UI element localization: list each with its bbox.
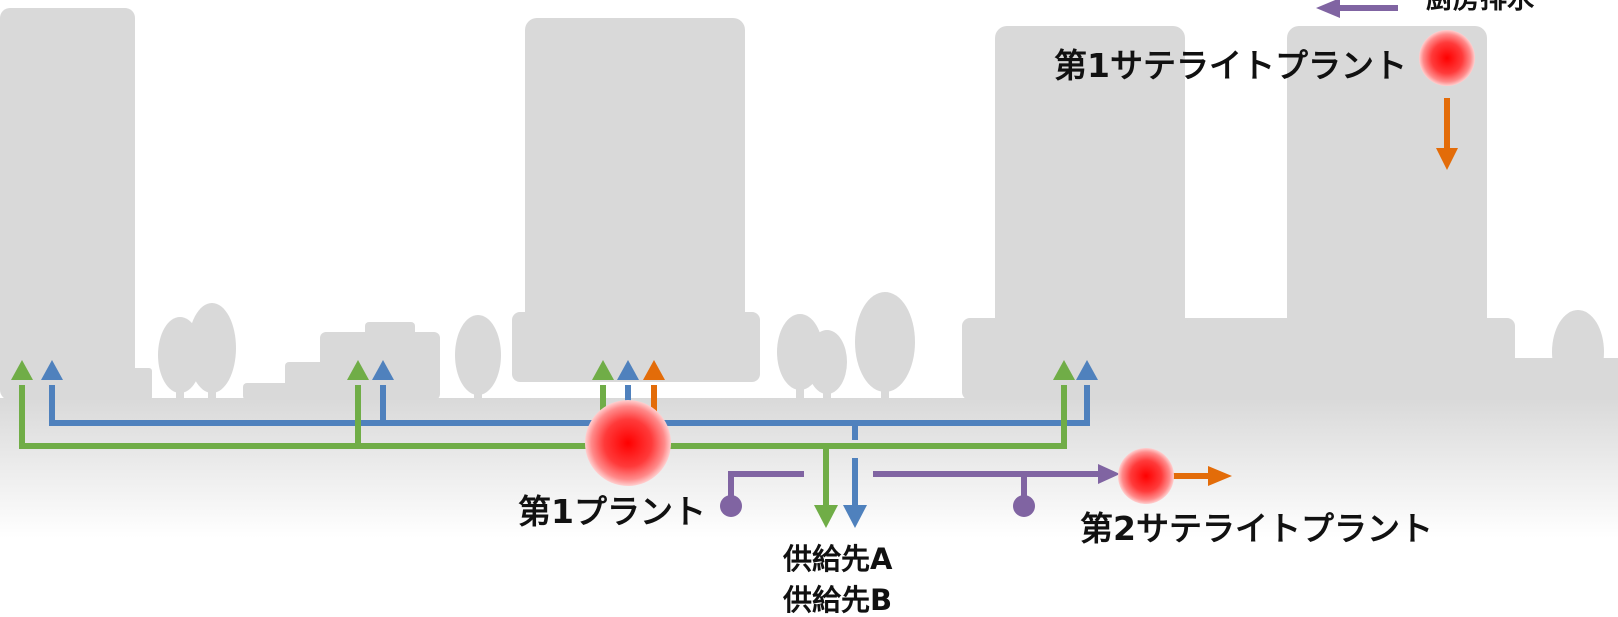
orange-arrow-down (1436, 148, 1458, 170)
arrowheads (11, 0, 1458, 528)
green-arrow-up (11, 360, 33, 380)
tree (1552, 310, 1604, 400)
first-plant-marker (585, 400, 671, 486)
green-arrow-down (814, 505, 838, 528)
blue-arrow-up (617, 360, 639, 380)
tree (807, 330, 847, 400)
tree (188, 303, 236, 400)
low-building-4 (243, 383, 303, 400)
low-building-2 (365, 322, 415, 342)
blue-arrow-up (1076, 360, 1098, 380)
supply-b-label: 供給先B (783, 583, 893, 617)
building-center (525, 18, 745, 380)
second-satellite-plant-marker (1118, 448, 1174, 504)
first-plant-label: 第1プラント (518, 492, 706, 531)
first-satellite-plant-label: 第1サテライトプラント (1054, 46, 1407, 85)
green-arrow-up (347, 360, 369, 380)
building-left (0, 8, 135, 400)
supply-a-label: 供給先A (783, 542, 893, 576)
orange-arrow-right (1208, 466, 1232, 486)
building-right-mid-base (962, 318, 1222, 400)
low-building-5 (130, 368, 152, 400)
purple-arrow-left (1316, 0, 1340, 18)
blue-arrow-up (41, 360, 63, 380)
tree (855, 292, 915, 400)
blue-main-line (49, 385, 1090, 426)
building-right-far (1287, 26, 1487, 400)
second-satellite-plant-label: 第2サテライトプラント (1080, 509, 1433, 548)
purple-endpoint-left (720, 495, 742, 517)
purple-endpoint-right (1013, 495, 1035, 517)
green-main-line (19, 385, 1067, 449)
city-silhouette (0, 8, 1618, 538)
blue-arrow-up (372, 360, 394, 380)
orange-arrow-up (643, 360, 665, 380)
green-arrow-up (592, 360, 614, 380)
purple-return-left (728, 471, 804, 500)
purple-arrow-right (1098, 464, 1120, 484)
first-satellite-plant-marker (1419, 30, 1475, 86)
tree (455, 315, 501, 400)
green-arrow-up (1053, 360, 1075, 380)
kitchen-wastewater-label: 厨房排水 (1426, 0, 1534, 13)
building-right-far-base (1185, 318, 1515, 400)
purple-lines (728, 5, 1398, 500)
building-center-base (512, 312, 760, 382)
building-right-mid (995, 26, 1185, 400)
blue-arrow-down (843, 505, 867, 528)
